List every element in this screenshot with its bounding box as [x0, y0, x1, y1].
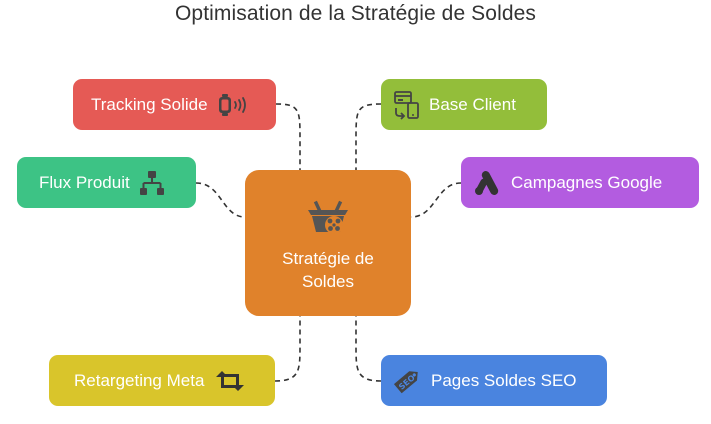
retweet-icon: [214, 369, 246, 393]
node-label: Flux Produit: [39, 172, 130, 192]
node-label: Pages Soldes SEO: [431, 370, 577, 390]
node-tracking-solide: Tracking Solide: [73, 79, 276, 130]
connector-base-client: [355, 103, 382, 170]
center-node: Stratégie de Soldes: [245, 170, 411, 316]
connector-tracking: [275, 103, 301, 170]
center-label: Stratégie de Soldes: [282, 248, 374, 291]
smartwatch-icon: [217, 93, 249, 117]
connector-campagnes-google: [410, 182, 462, 218]
card-phone-icon: [393, 90, 421, 120]
hierarchy-icon: [138, 169, 166, 197]
node-label: Tracking Solide: [91, 94, 208, 114]
node-flux-produit: Flux Produit: [17, 157, 196, 208]
connector-flux-produit: [195, 182, 246, 218]
basket-icon: [305, 194, 351, 243]
node-campagnes-google: Campagnes Google: [461, 157, 699, 208]
node-label: Retargeting Meta: [74, 370, 205, 390]
node-retargeting-meta: Retargeting Meta: [49, 355, 275, 406]
node-label: Campagnes Google: [511, 172, 663, 192]
node-base-client: Base Client: [381, 79, 547, 130]
google-ads-icon: [473, 169, 501, 197]
seo-tag-icon: SEO: [391, 366, 423, 396]
connector-pages-soldes-seo: [355, 316, 382, 382]
connector-retargeting-meta: [274, 316, 301, 382]
node-pages-soldes-seo: SEO Pages Soldes SEO: [381, 355, 607, 406]
diagram-title: Optimisation de la Stratégie de Soldes: [174, 2, 536, 25]
node-label: Base Client: [429, 94, 516, 114]
